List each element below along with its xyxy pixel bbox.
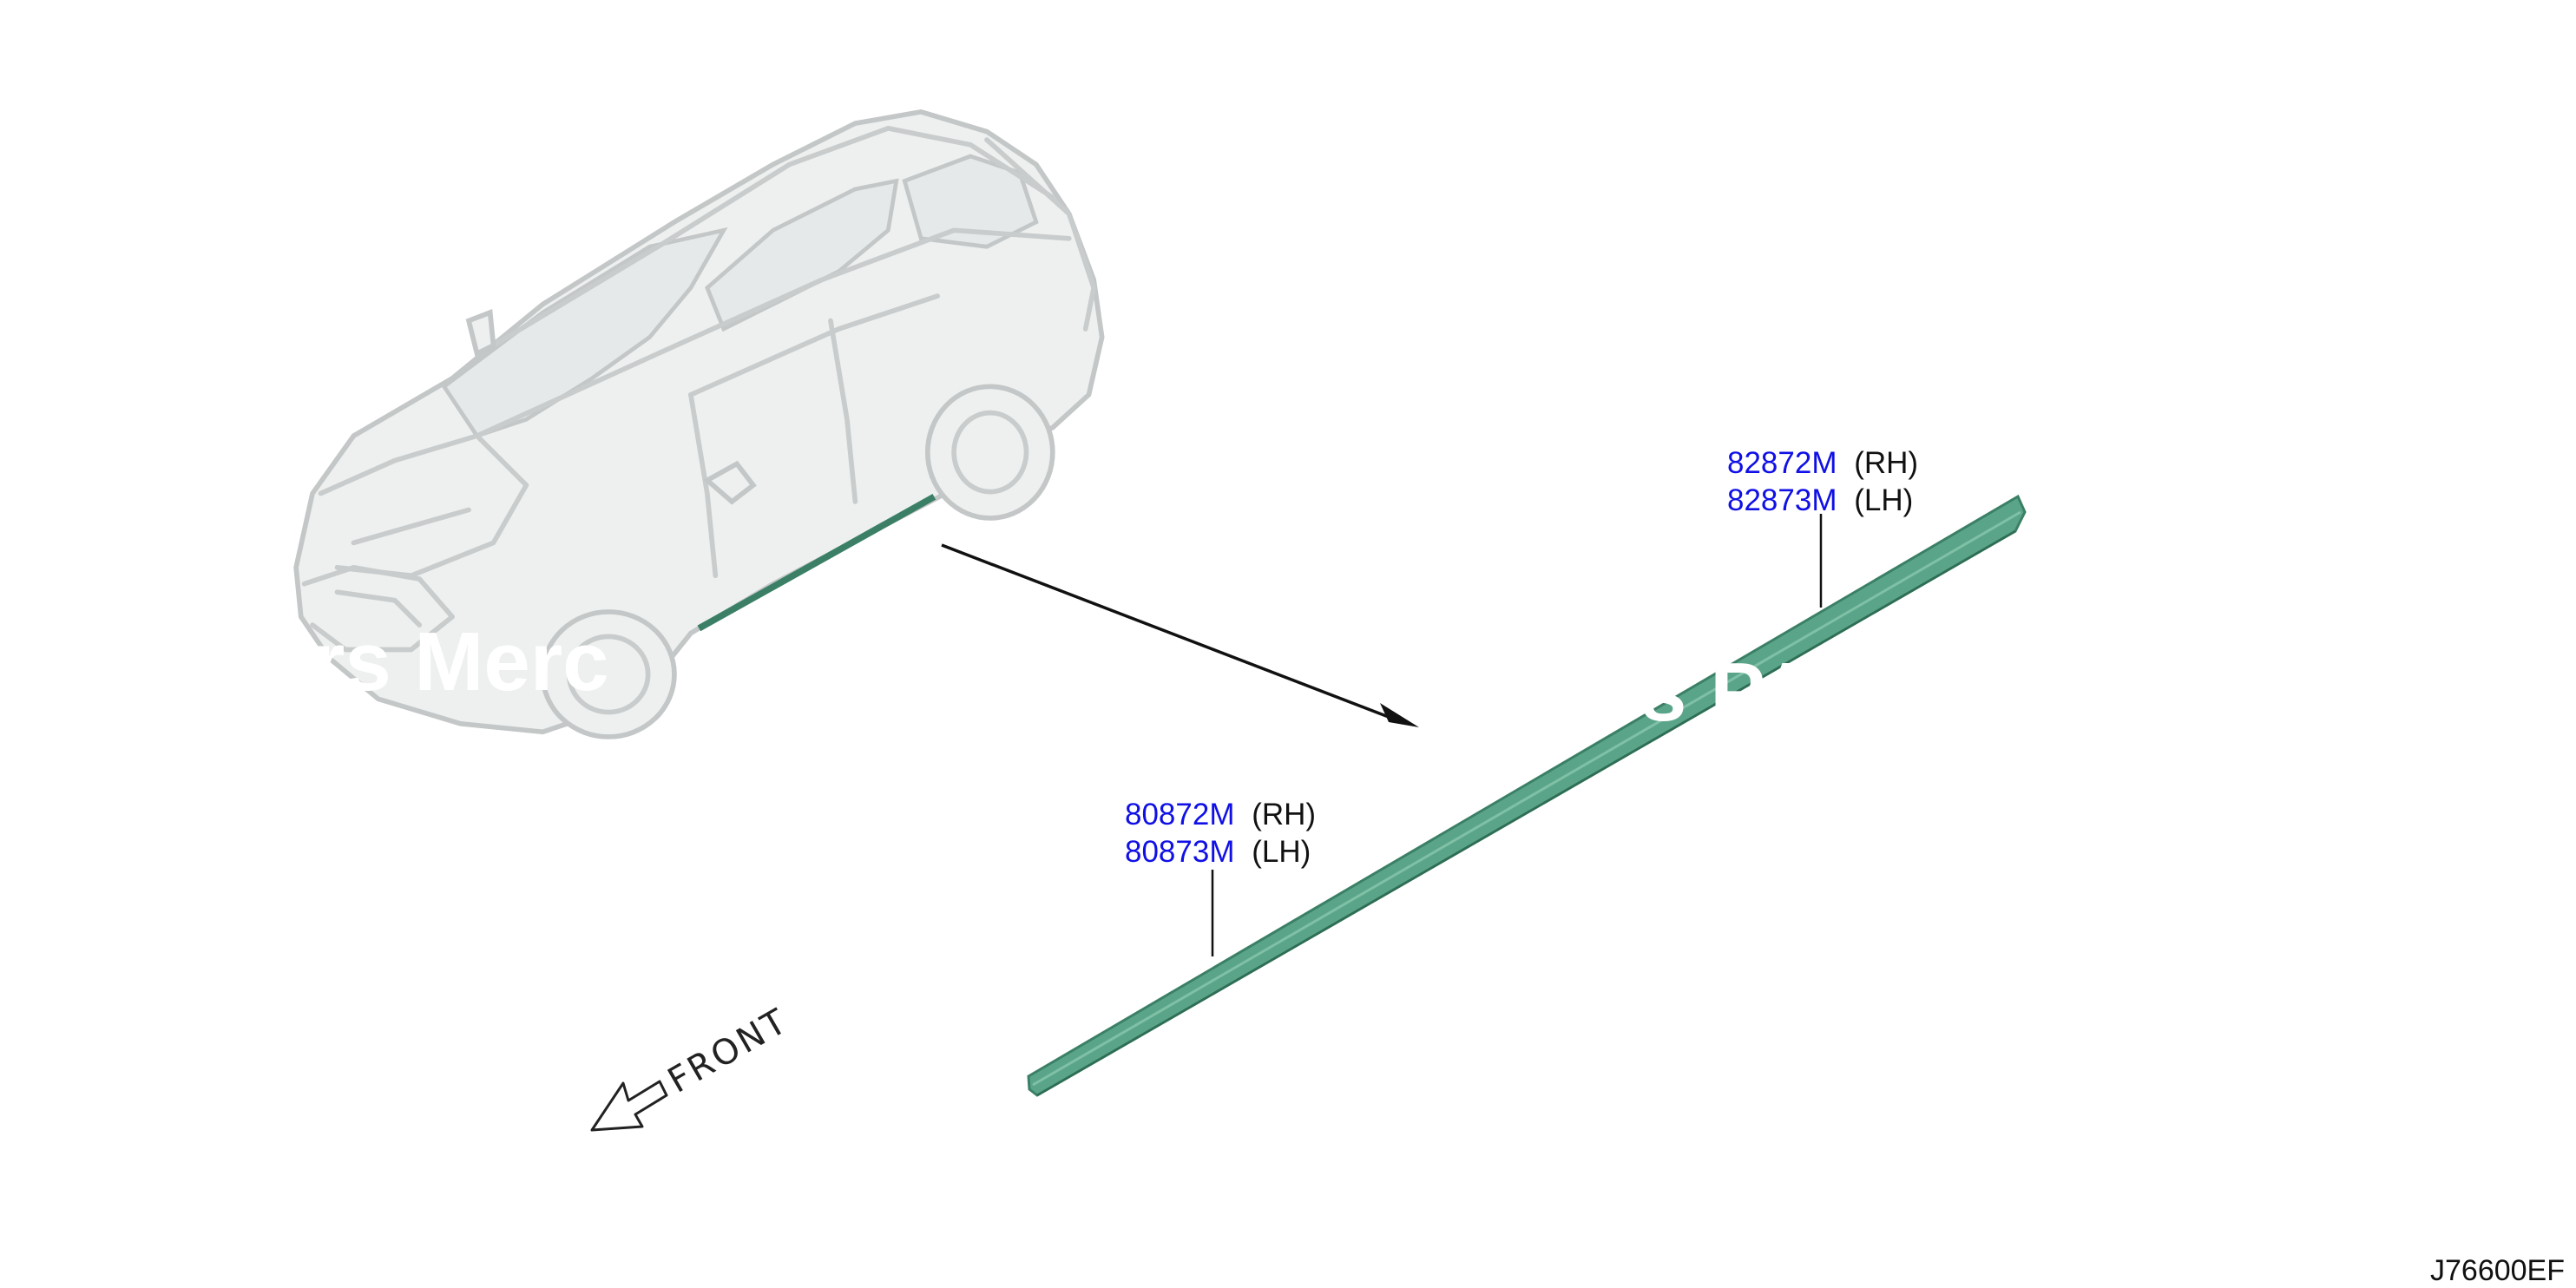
svg-text:80872M (RH): 80872M (RH) bbox=[1125, 798, 1316, 831]
diagram-id: J76600EF bbox=[2430, 1254, 2565, 1287]
svg-text:80873M (LH): 80873M (LH) bbox=[1125, 835, 1311, 869]
part-number-80873m[interactable]: 80873M bbox=[1125, 835, 1234, 869]
side-label-rh: (RH) bbox=[1854, 446, 1918, 480]
side-label-lh: (LH) bbox=[1252, 835, 1311, 869]
side-label-rh: (RH) bbox=[1252, 798, 1316, 831]
front-label: FRONT bbox=[661, 1001, 795, 1101]
vehicle-outline-icon bbox=[293, 108, 1105, 739]
pointer-arrow-icon bbox=[941, 543, 1419, 727]
side-molding-part[interactable] bbox=[1027, 494, 2027, 1097]
svg-text:82872M (RH): 82872M (RH) bbox=[1727, 446, 1918, 480]
svg-text:82873M (LH): 82873M (LH) bbox=[1727, 483, 1913, 517]
callout-rear-molding: 82872M (RH) 82873M (LH) bbox=[1727, 446, 1918, 608]
side-label-lh: (LH) bbox=[1854, 483, 1913, 517]
part-number-82873m[interactable]: 82873M bbox=[1727, 483, 1837, 517]
watermark-right: s PA bbox=[1640, 646, 1819, 739]
front-direction-indicator: FRONT bbox=[590, 1001, 795, 1132]
watermark-left: rs Merc bbox=[312, 615, 609, 708]
part-number-80872m[interactable]: 80872M bbox=[1125, 798, 1234, 831]
part-number-82872m[interactable]: 82872M bbox=[1727, 446, 1837, 480]
front-direction-arrow-icon bbox=[590, 1080, 668, 1132]
callout-front-molding: 80872M (RH) 80873M (LH) bbox=[1125, 798, 1316, 956]
